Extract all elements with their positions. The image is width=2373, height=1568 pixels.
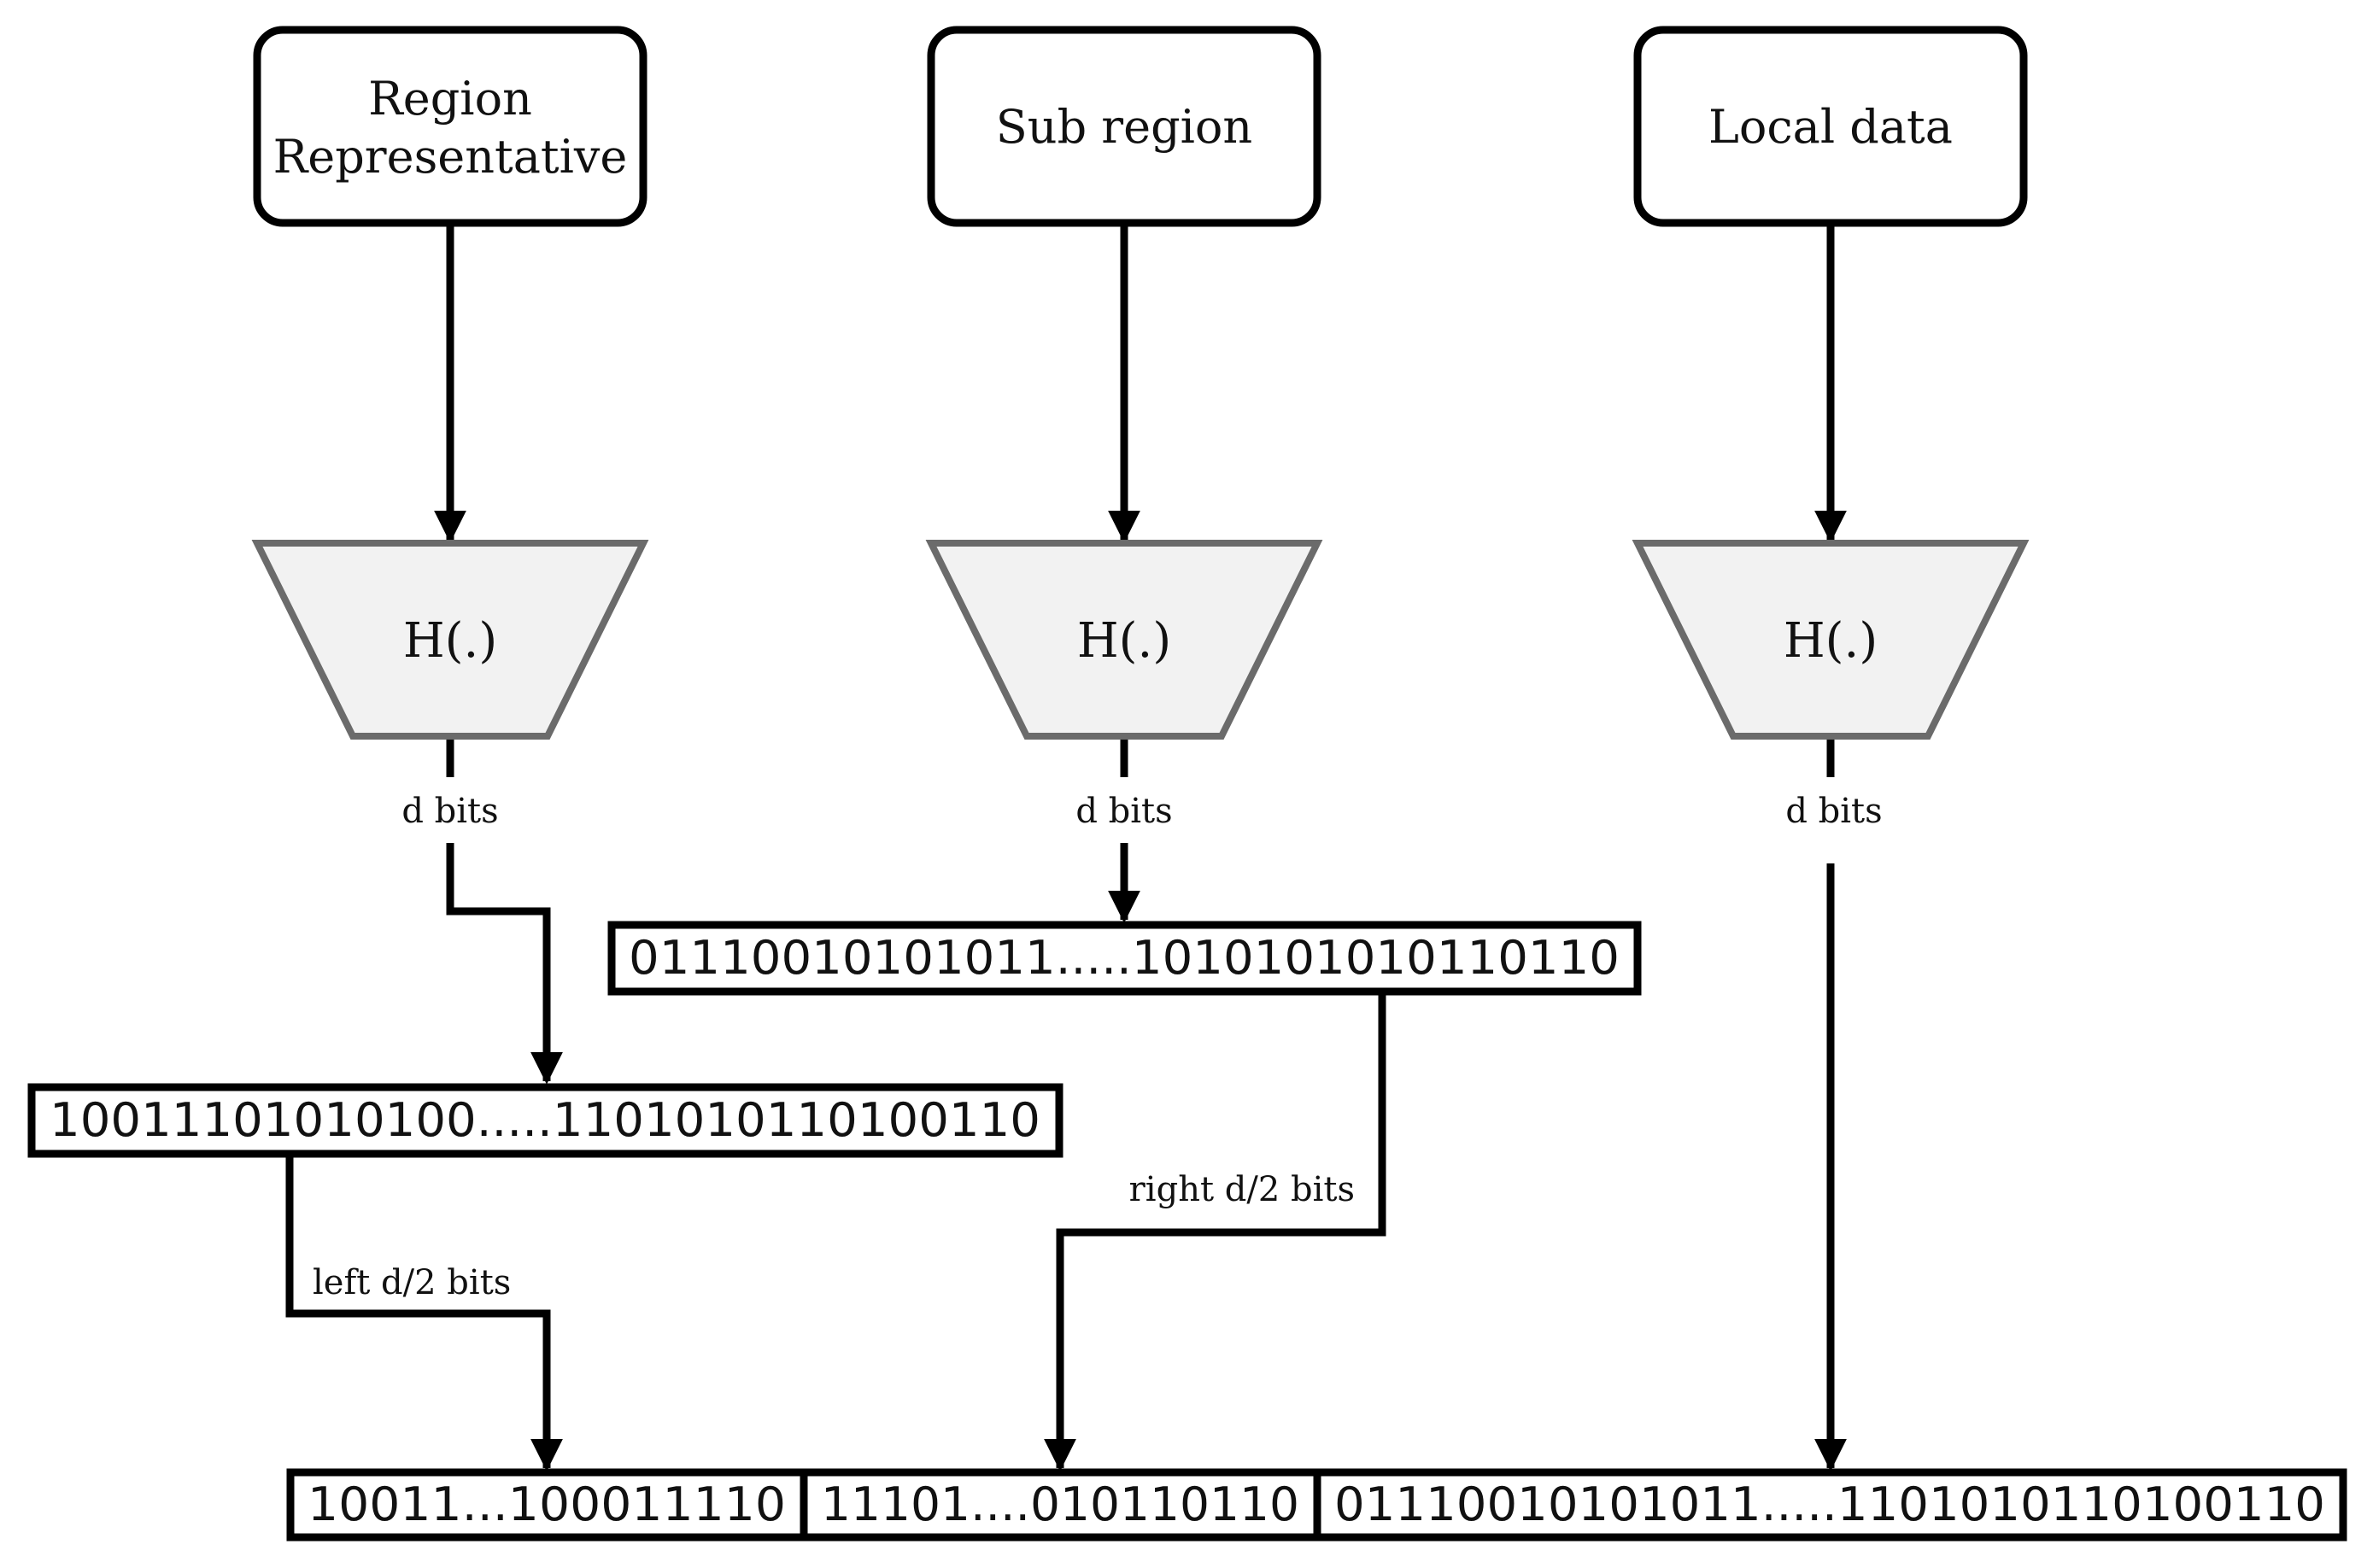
output-segment-left-value: 10011...100011110 [308,1477,786,1531]
source-region-representative: Region Representative [253,26,647,227]
bitstring-region-value: 10011101010100.....1101010110100110 [50,1093,1040,1147]
hash-function-subregion: H(.) [925,540,1323,740]
source-local-data: Local data [1633,26,2028,227]
output-segment-middle-value: 11101....010110110 [821,1477,1299,1531]
source-local-label: Local data [1708,100,1953,154]
hash-label-subregion: H(.) [1077,613,1171,669]
d-bits-label-local: d bits [1785,792,1882,831]
d-bits-label-subregion: d bits [1075,792,1172,831]
left-half-label: left d/2 bits [313,1263,511,1302]
bitstring-subregion-value: 01110010101011.....1010101010110110 [629,931,1620,985]
hash-function-local: H(.) [1632,540,2030,740]
arrow-right-half-bits [1044,992,1386,1471]
source-region-label-line1: Region [368,72,532,126]
source-subregion-label: Sub region [996,100,1252,154]
arrow-region-hash-to-bits [446,843,563,1085]
arrow-left-half-bits [285,1154,563,1471]
output-segment-middle [800,1468,1321,1542]
right-half-label: right d/2 bits [1129,1170,1355,1209]
bitstring-region: 10011101010100.....1101010110100110 [27,1083,1063,1158]
source-sub-region: Sub region [927,26,1321,227]
hash-label-local: H(.) [1784,613,1878,669]
hash-function-region: H(.) [251,540,649,740]
hash-label-region: H(.) [403,613,497,669]
output-concatenated-hash: 10011...100011110 11101....010110110 011… [286,1468,2347,1542]
bitstring-subregion: 01110010101011.....1010101010110110 [607,921,1642,996]
output-segment-right-value: 01110010101011.....1101010110100110 [1334,1477,2325,1531]
source-region-label-line2: Representative [273,130,628,184]
output-segment-left [286,1468,808,1542]
output-segment-right [1313,1468,2347,1542]
d-bits-label-region: d bits [401,792,498,831]
